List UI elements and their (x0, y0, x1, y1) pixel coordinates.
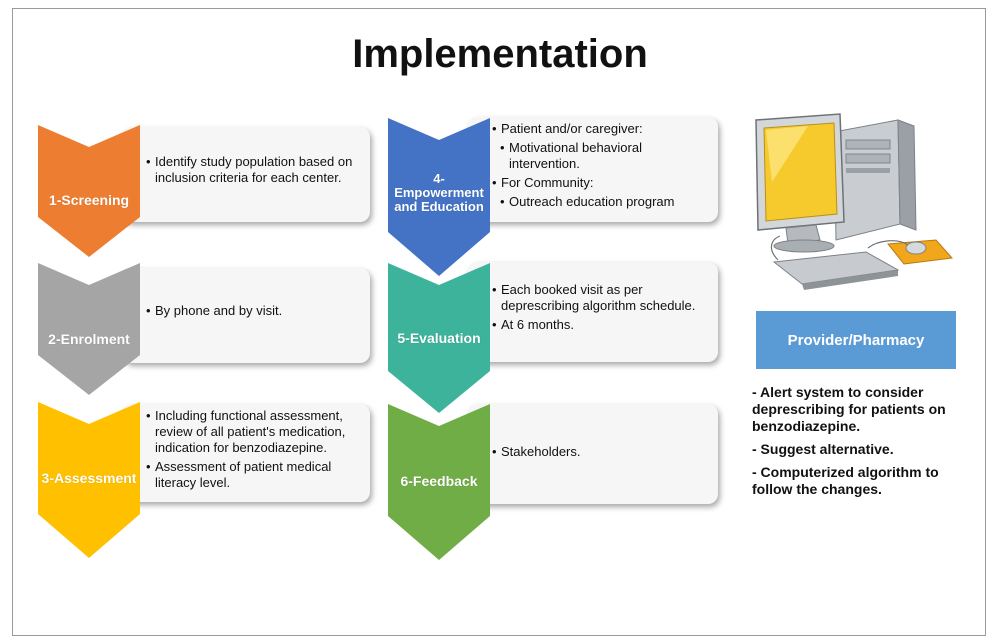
step-6-description: Stakeholders. (468, 404, 718, 504)
step-1-description: Identify study population based on inclu… (122, 127, 370, 222)
bullet-sub: Outreach education program (500, 194, 714, 210)
step-1-chevron (38, 125, 140, 257)
step-2-label: 2-Enrolment (48, 331, 130, 347)
step-4-label-line2: Empowerment (394, 185, 484, 200)
desktop-computer-icon (755, 113, 954, 290)
step-4-chevron (388, 118, 490, 276)
bullet: Identify study population based on inclu… (146, 154, 366, 186)
step-4-description: Patient and/or caregiver: Motivational b… (468, 117, 718, 222)
step-4-label: 4- Empowerment and Education (388, 172, 490, 214)
step-4-label-line1: 4- (433, 171, 445, 186)
step-6-label: 6-Feedback (400, 473, 478, 489)
step-3-description: Including functional assessment, review … (122, 404, 370, 502)
bullet: Assessment of patient medical literacy l… (146, 459, 364, 491)
step-3-label: 3-Assessment (41, 470, 137, 486)
step-5-chevron (388, 263, 490, 413)
bullet: Patient and/or caregiver: (492, 121, 714, 137)
bullet: Each booked visit as per deprescribing a… (492, 282, 714, 314)
step-1-label: 1-Screening (48, 192, 130, 208)
step-6-chevron (388, 404, 490, 560)
slide-title: Implementation (352, 32, 648, 76)
bullet: At 6 months. (492, 317, 714, 333)
provider-note: - Suggest alternative. (752, 441, 894, 457)
bullet: For Community: (492, 175, 714, 191)
step-2-chevron (38, 263, 140, 395)
provider-notes: - Alert system to consider deprescribing… (752, 384, 972, 504)
step-5-description: Each booked visit as per deprescribing a… (468, 262, 718, 362)
bullet-sub: Motivational behavioral intervention. (500, 140, 714, 172)
step-5-label: 5-Evaluation (397, 330, 481, 346)
provider-pharmacy-box: Provider/Pharmacy (756, 311, 956, 369)
step-2-description: By phone and by visit. (122, 268, 370, 363)
step-4-label-line3: and Education (394, 199, 484, 214)
provider-note: - Computerized algorithm to follow the c… (752, 464, 939, 497)
bullet: Including functional assessment, review … (146, 408, 364, 456)
bullet: Stakeholders. (492, 444, 714, 460)
bullet: By phone and by visit. (146, 303, 366, 319)
step-3-chevron (38, 402, 140, 558)
provider-note: - Alert system to consider deprescribing… (752, 384, 946, 434)
